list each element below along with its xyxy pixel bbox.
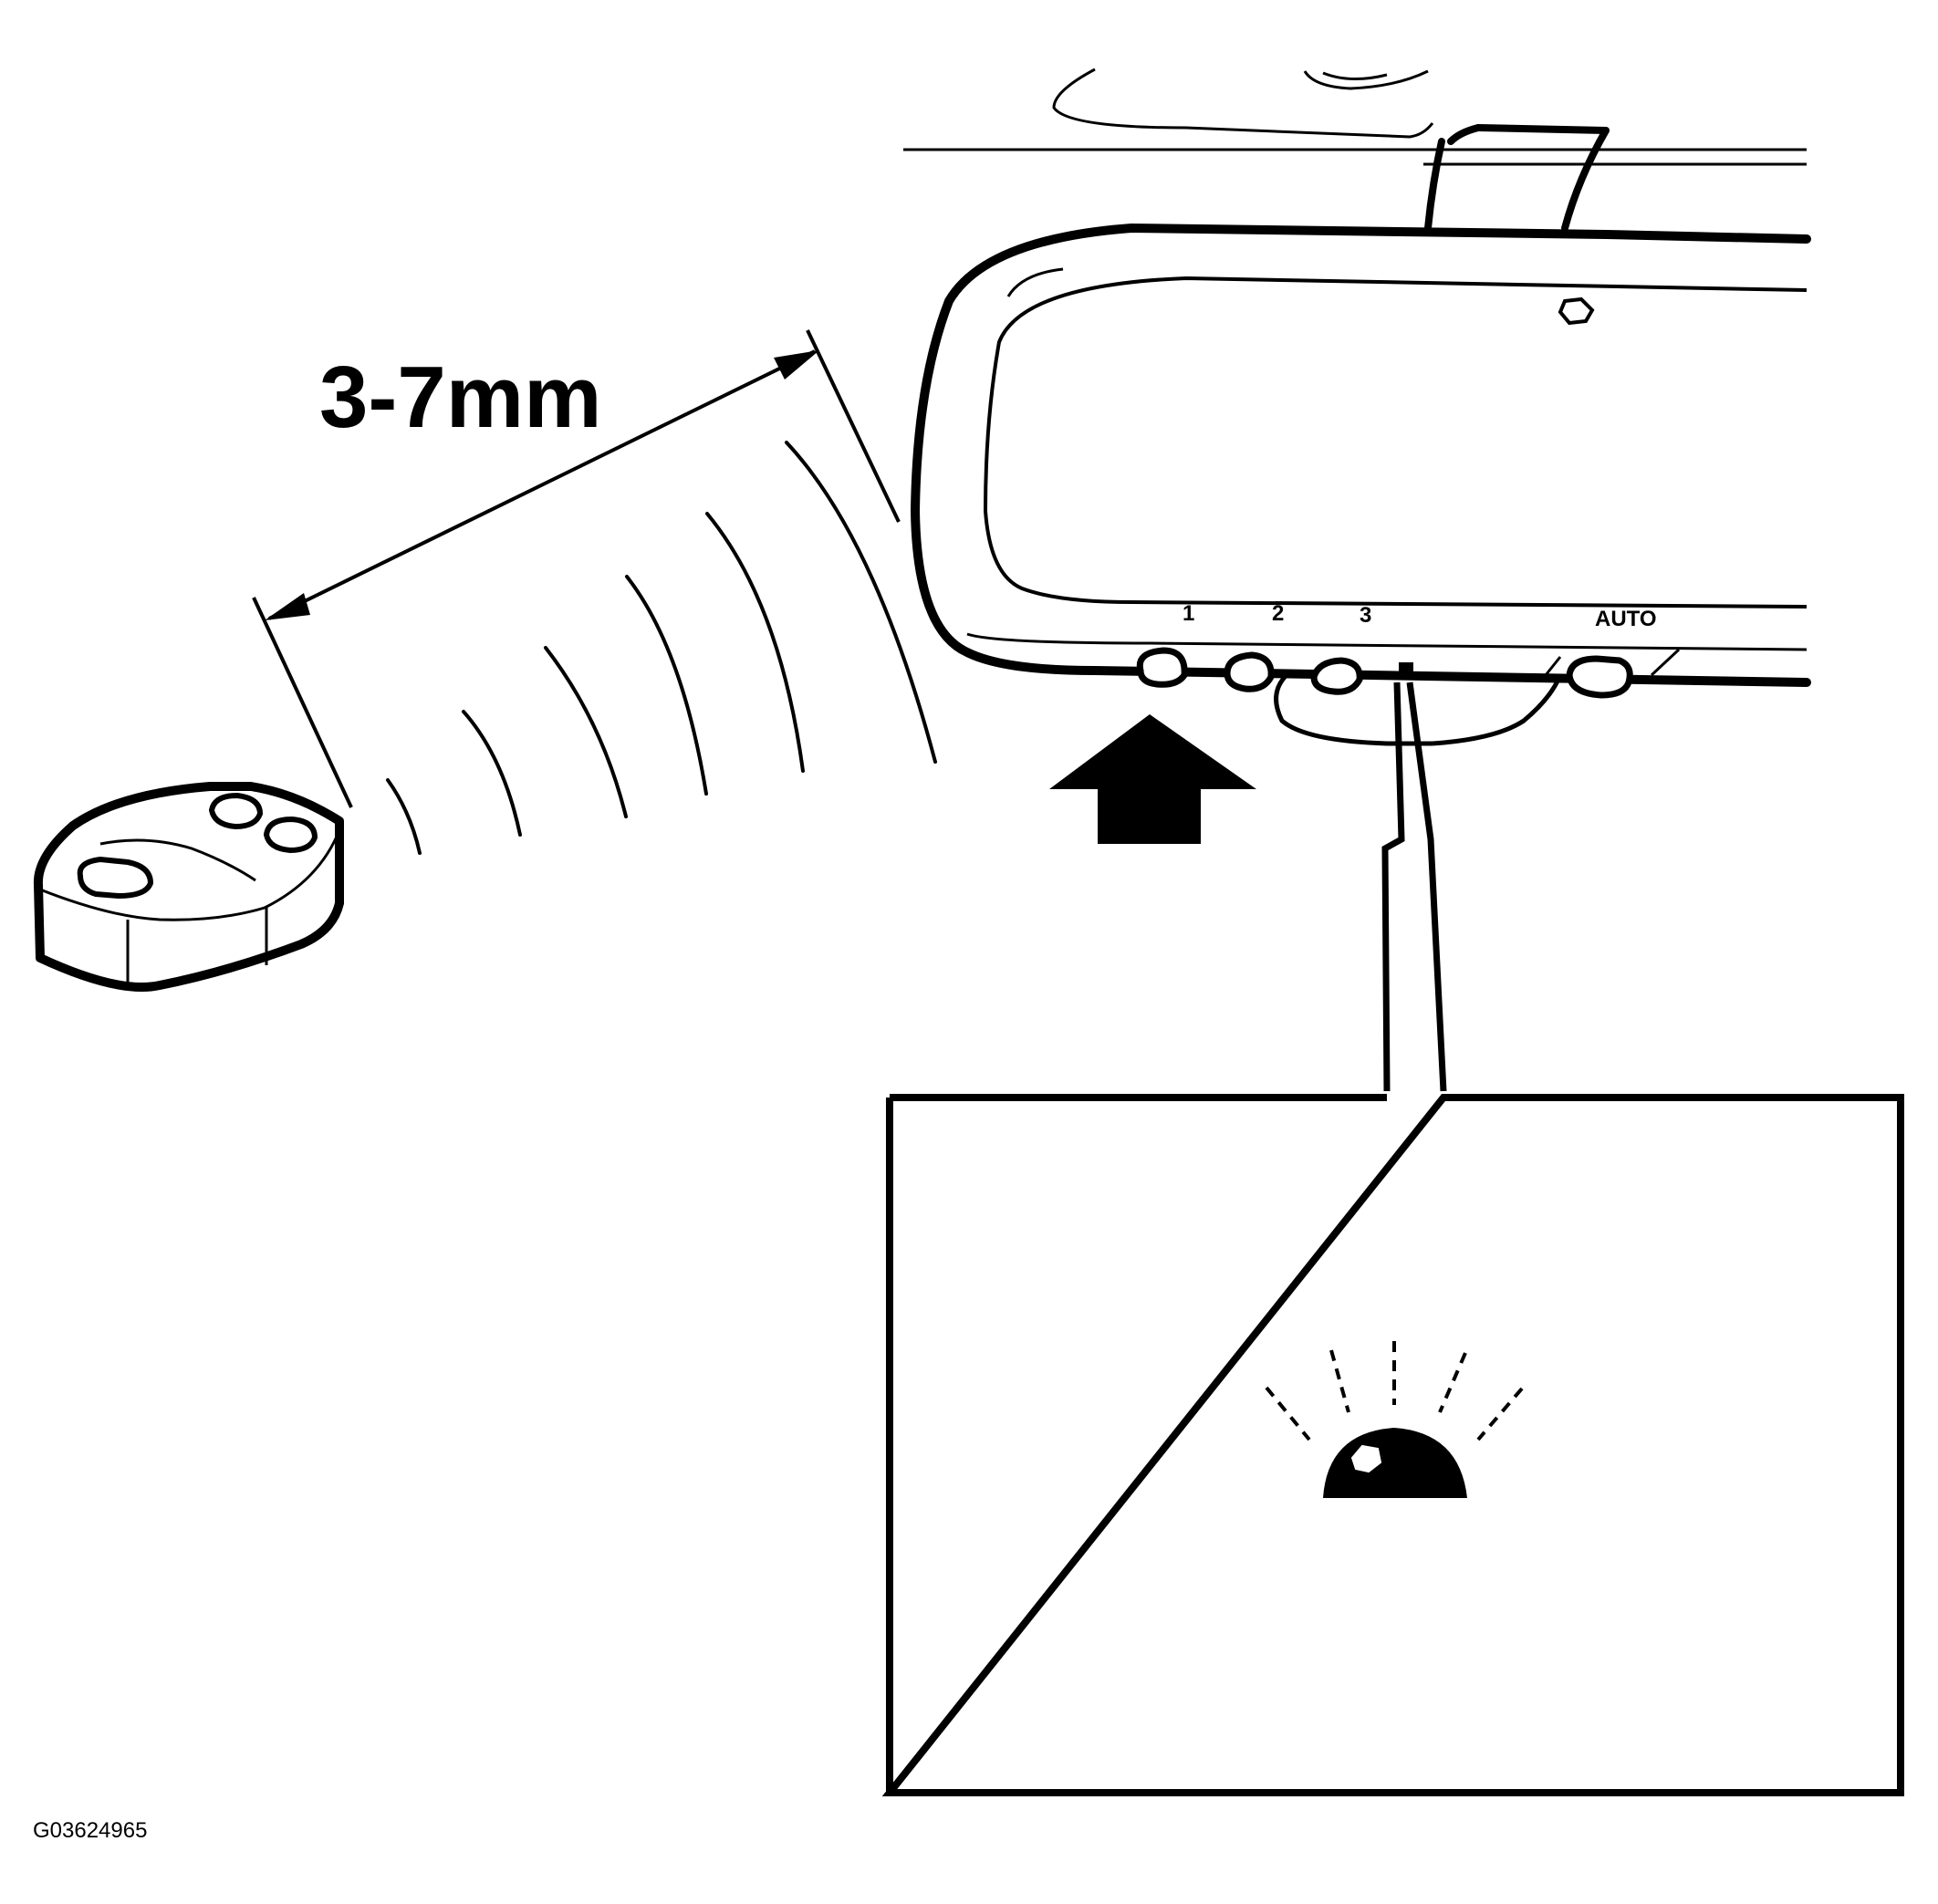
rearview-mirror — [910, 223, 1811, 746]
figure-code: G03624965 — [33, 1818, 147, 1843]
mirror-button-1-label: 1 — [1183, 601, 1194, 626]
remote-transmitter — [33, 782, 344, 992]
remote-button-large — [77, 856, 154, 900]
mirror-button-auto[interactable] — [1566, 655, 1633, 699]
mirror-button-1[interactable] — [1136, 647, 1188, 688]
dimension-label: 3-7mm — [319, 349, 601, 446]
indicator-lamp-icon — [1265, 1341, 1524, 1498]
dimension-line — [252, 329, 901, 808]
remote-button-top — [208, 792, 264, 830]
mirror-mount — [1424, 124, 1610, 232]
mirror-button-3[interactable] — [1310, 657, 1363, 695]
callout-leader — [1381, 681, 1447, 1092]
indicator-led-mirror — [1399, 662, 1413, 671]
mirror-auto-label: AUTO — [1595, 607, 1657, 631]
push-arrow-up-icon — [1049, 714, 1256, 844]
signal-waves — [386, 441, 937, 855]
dimension-arrowhead-right — [774, 350, 819, 380]
remote-button-right — [263, 816, 318, 854]
dimension-arrowhead-left — [265, 593, 310, 620]
mirror-button-2[interactable] — [1224, 651, 1275, 692]
mirror-buttons — [1136, 647, 1633, 699]
mirror-button-3-label: 3 — [1360, 603, 1371, 628]
windshield-lines — [903, 68, 1807, 166]
mirror-button-2-label: 2 — [1272, 601, 1284, 626]
